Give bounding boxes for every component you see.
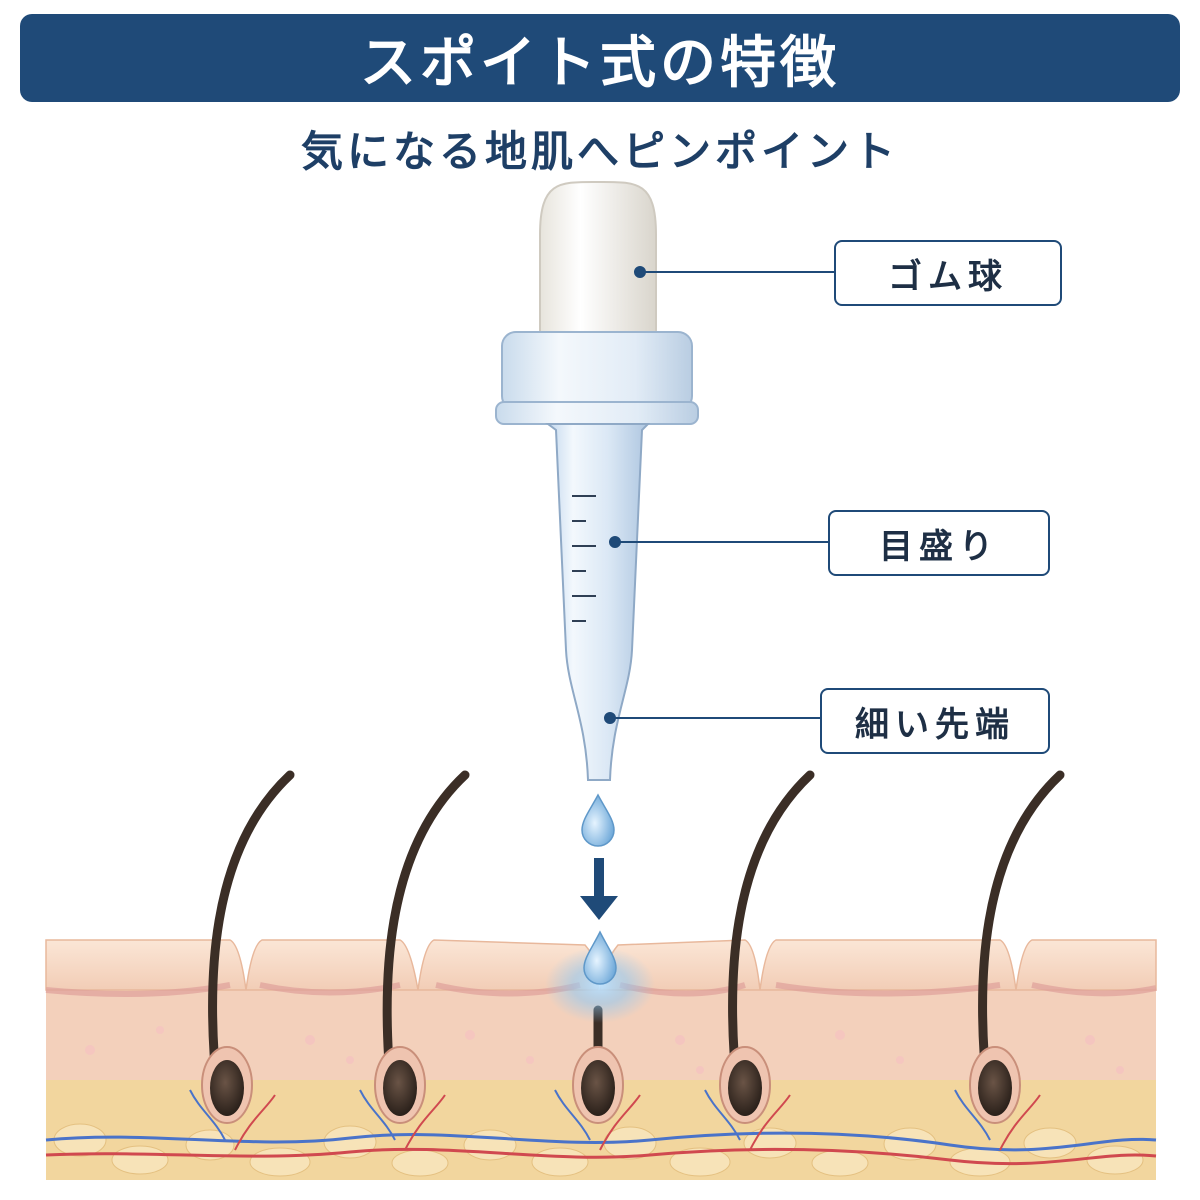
hair-strand [201,770,295,1124]
hair-strand [374,770,470,1124]
basal-layer [45,982,1157,997]
dropper [495,180,699,781]
down-arrow-icon [580,858,618,920]
subtitle: 気になる地肌へピンポイント [300,127,899,176]
title-bar: スポイト式の特徴 [20,14,1180,102]
hair-strand [969,770,1065,1124]
page-title: スポイト式の特徴 [360,30,840,96]
landing-drop [583,930,617,985]
hair-strand [572,1005,624,1124]
artery [45,1147,1157,1166]
graduation-marks [572,495,596,622]
absorption-glow [545,947,655,1023]
cap-ring [495,401,699,425]
epidermis-layer [45,939,1157,991]
callout-bulb: ゴム球 [834,240,1062,306]
leader-lines [604,266,834,724]
callout-graduations: 目盛り [828,510,1050,576]
dermis-dots [85,1026,1124,1074]
glass-tube [545,423,651,781]
falling-drop [581,793,615,847]
callout-tip: 細い先端 [820,688,1050,754]
rubber-bulb [539,180,657,336]
vein [45,1131,1157,1152]
hair-strand [719,770,815,1124]
capillaries [189,1089,1041,1151]
hairs [201,770,1065,1124]
dropper-cap [501,331,693,411]
